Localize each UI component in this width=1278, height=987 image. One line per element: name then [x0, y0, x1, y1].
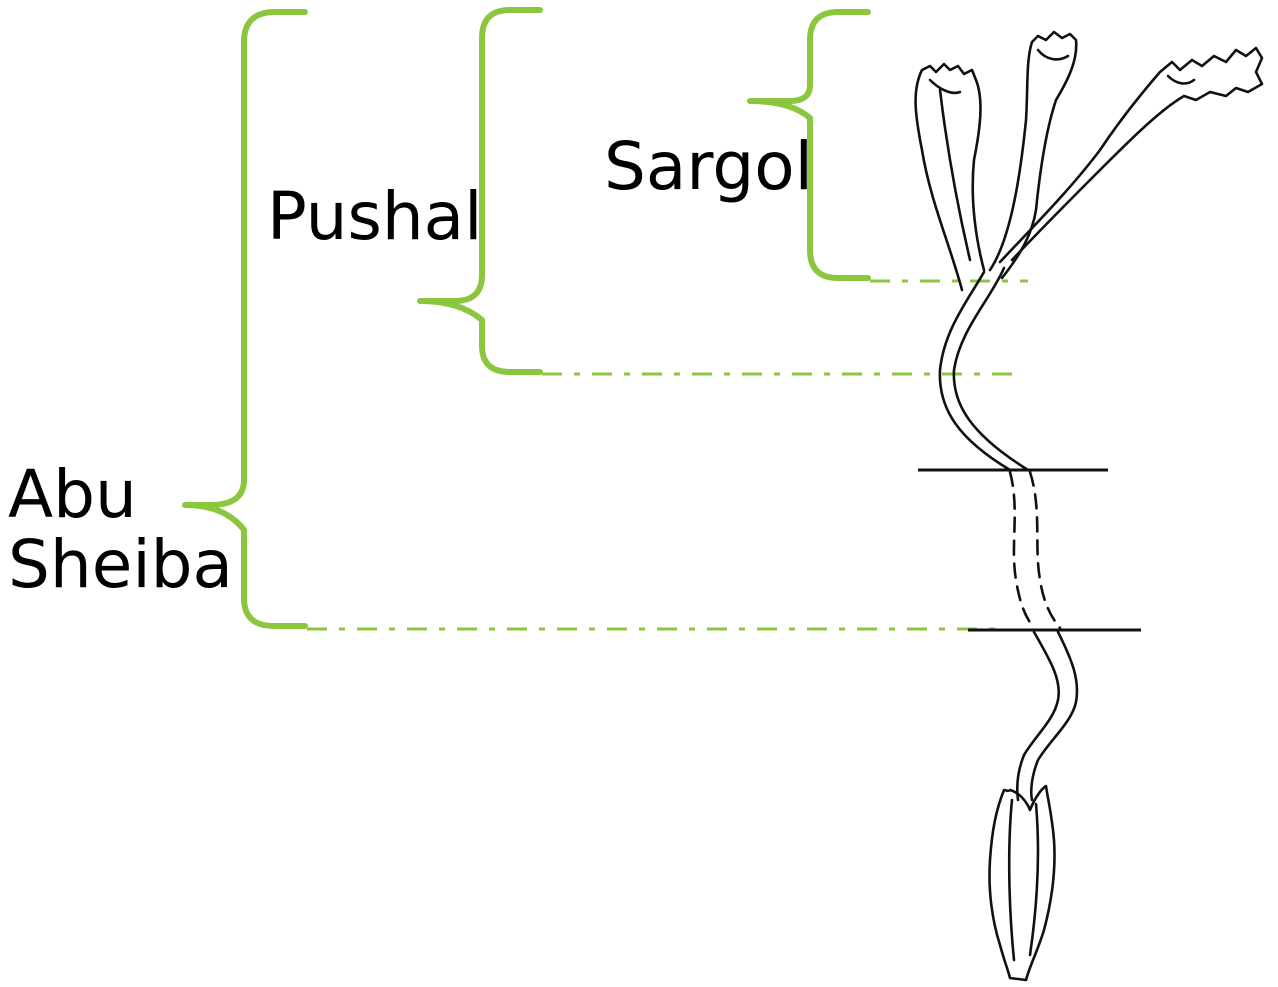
abu-sheiba-label-line1: Abu: [8, 456, 137, 533]
style-dashed-section: [1008, 470, 1036, 630]
sargol-bracket: [747, 9, 871, 281]
left-stigma: [914, 62, 986, 292]
ovary-base: [988, 784, 1056, 982]
middle-stigma: [988, 30, 1078, 280]
lower-style: [1015, 630, 1061, 802]
abu-sheiba-bracket: [182, 9, 308, 629]
pushal-label: Pushal: [267, 178, 483, 255]
abu-sheiba-label-line2: Sheiba: [8, 526, 234, 603]
pushal-bracket: [417, 7, 543, 375]
abu-sheiba-label: Abu Sheiba: [8, 460, 233, 600]
right-stigma: [998, 46, 1264, 264]
upper-style: [938, 270, 1012, 472]
saffron-stigma-illustration: [914, 30, 1264, 982]
sargol-label: Sargol: [604, 128, 813, 205]
